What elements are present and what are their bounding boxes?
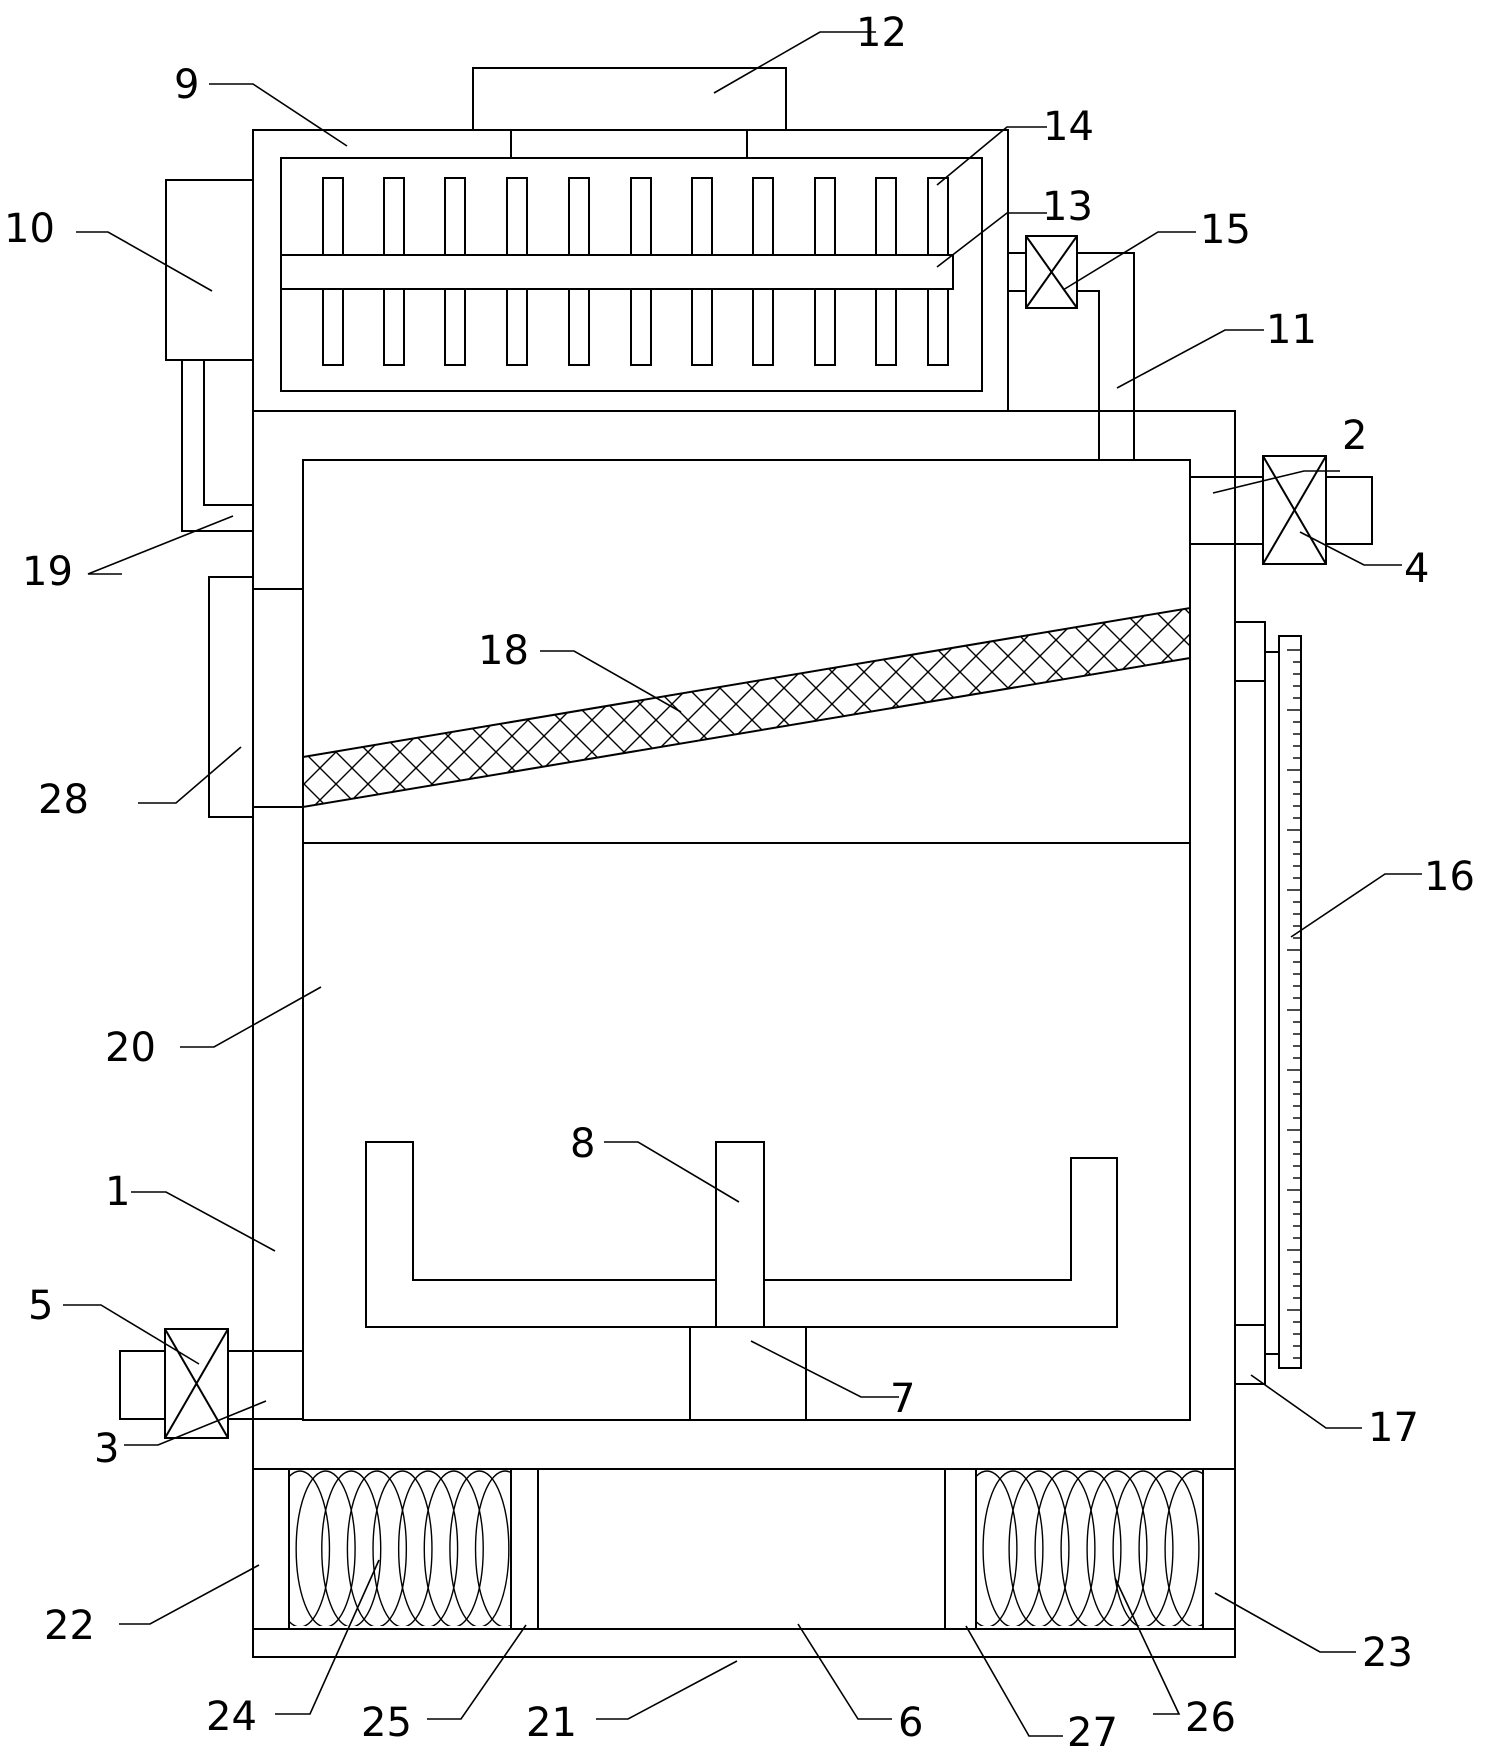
label-3: 3 [94, 1426, 119, 1472]
spring-24 [289, 1470, 511, 1626]
spring-coil [1060, 1470, 1122, 1626]
paddle-upper [752, 177, 774, 256]
spring-coil [1138, 1470, 1200, 1626]
label-13: 13 [1042, 184, 1093, 230]
label-16: 16 [1424, 854, 1475, 900]
paddle-lower [630, 288, 652, 366]
base [252, 1468, 1236, 1658]
spring-coil [346, 1470, 408, 1626]
paddle-upper [875, 177, 897, 256]
paddle-lower [752, 288, 774, 366]
spring-coil [976, 1470, 1018, 1626]
paddle-lower [506, 288, 528, 366]
paddle-lower [691, 288, 713, 366]
label-12: 12 [856, 10, 907, 56]
panel-28 [208, 576, 304, 818]
tank-20 [302, 459, 1191, 1421]
spring-coil [321, 1470, 382, 1626]
housing-1 [252, 410, 1236, 1470]
label-21: 21 [526, 1700, 577, 1746]
valve-5 [164, 1328, 229, 1439]
label-6: 6 [898, 1700, 923, 1746]
label-10: 10 [4, 206, 55, 252]
paddle-lower [322, 288, 344, 366]
agitator-8 [365, 1141, 1118, 1328]
spring-coil [982, 1470, 1044, 1626]
spring-coil [449, 1470, 510, 1626]
top-box [252, 129, 1009, 412]
paddle-upper [927, 177, 949, 256]
label-14: 14 [1043, 104, 1094, 150]
label-11: 11 [1266, 307, 1317, 353]
label-18: 18 [478, 628, 529, 674]
label-20: 20 [105, 1025, 156, 1071]
filter-screen-18 [302, 606, 1191, 809]
paddle-lower [383, 288, 405, 366]
label-5: 5 [28, 1283, 53, 1329]
label-4: 4 [1404, 546, 1429, 592]
label-24: 24 [206, 1694, 257, 1740]
valve-15 [1007, 235, 1078, 309]
spring-coil [1008, 1470, 1070, 1626]
spring-coil [1164, 1470, 1203, 1626]
paddle-upper [322, 177, 344, 256]
spring-coil [289, 1470, 331, 1626]
stirring-shaft-13 [280, 254, 954, 290]
paddle-upper [691, 177, 713, 256]
label-27: 27 [1067, 1710, 1118, 1751]
spring-coil [1034, 1470, 1096, 1626]
label-15: 15 [1200, 207, 1251, 253]
label-1: 1 [105, 1169, 130, 1215]
paddle-lower [444, 288, 466, 366]
paddle-upper [383, 177, 405, 256]
label-23: 23 [1362, 1630, 1413, 1676]
label-19: 19 [22, 549, 73, 595]
label-28: 28 [38, 777, 89, 823]
label-8: 8 [570, 1121, 595, 1167]
leader-lines [63, 31, 1422, 1737]
label-9: 9 [174, 62, 199, 108]
seat-7 [689, 1326, 807, 1421]
motor-12 [472, 67, 787, 130]
label-2: 2 [1342, 413, 1367, 459]
level-gauge-16 [1234, 621, 1302, 1385]
side-device-10 [165, 179, 254, 532]
label-7: 7 [890, 1376, 915, 1422]
paddle-lower [875, 288, 897, 366]
paddle-lower [927, 288, 949, 366]
spring-coil [1086, 1470, 1148, 1626]
paddle-upper [506, 177, 528, 256]
spring-26 [976, 1470, 1203, 1626]
spring-coil [474, 1470, 511, 1626]
paddle-upper [568, 177, 590, 256]
stirring-paddles-14 [322, 177, 949, 366]
spring-coil [295, 1470, 356, 1626]
paddle-lower [814, 288, 836, 366]
paddle-upper [444, 177, 466, 256]
spring-coil [423, 1470, 484, 1626]
paddle-lower [568, 288, 590, 366]
label-26: 26 [1185, 1695, 1236, 1741]
spring-coil [397, 1470, 459, 1626]
spring-coil [372, 1470, 433, 1626]
spring-coil [1112, 1470, 1174, 1626]
label-25: 25 [361, 1700, 412, 1746]
paddle-upper [630, 177, 652, 256]
label-17: 17 [1368, 1405, 1419, 1451]
pipe-11 [1077, 252, 1135, 460]
valve-4 [1262, 455, 1327, 565]
paddle-upper [814, 177, 836, 256]
reference-labels: 12 9 14 10 13 15 11 2 4 19 18 28 16 20 8… [4, 10, 1475, 1751]
label-22: 22 [44, 1603, 95, 1649]
